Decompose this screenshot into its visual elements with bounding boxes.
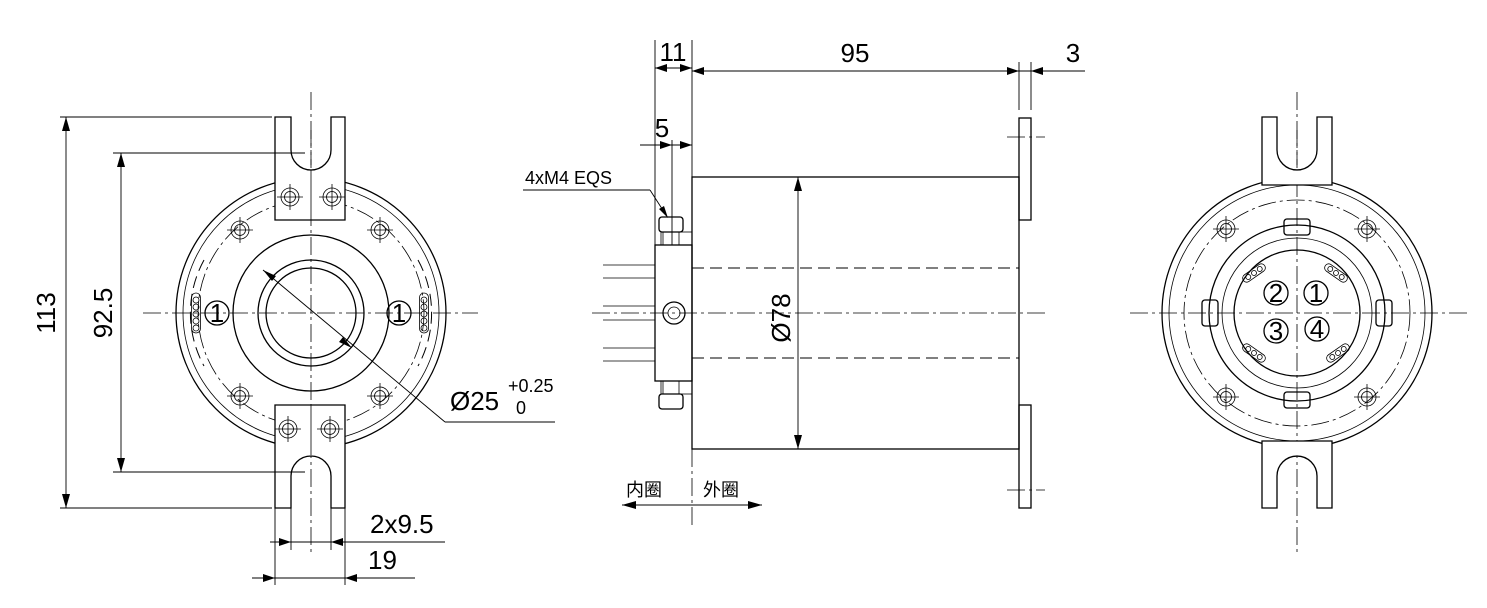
marker-circle <box>1304 316 1330 342</box>
set-screw-icon <box>1283 391 1311 409</box>
front-view: 1 1 Ø25 +0.25 0 113 92.5 2x9.5 <box>31 92 555 585</box>
bore-tol-upper: +0.25 <box>508 376 554 396</box>
rear-body <box>1208 224 1386 402</box>
rear-view: 2 1 3 4 <box>1130 92 1467 555</box>
dim-step: 5 <box>655 113 669 143</box>
set-screw-icon <box>1375 299 1393 327</box>
dim-overall-height: 113 <box>31 292 61 333</box>
marker-left: 1 <box>210 298 224 328</box>
rear-marker-2: 2 <box>1269 278 1283 308</box>
marker-circle <box>1303 280 1329 306</box>
dim-slot: 2x9.5 <box>370 509 434 539</box>
side-rear-tab-top <box>1018 117 1032 221</box>
dim-flange: 11 <box>660 37 687 67</box>
label-inner-ring: 内圈 <box>626 480 662 501</box>
dim-body: 95 <box>841 38 870 68</box>
front-bore-outer <box>257 259 365 367</box>
bore-leader <box>262 269 446 423</box>
screw-note: 4xM4 EQS <box>525 168 612 188</box>
rear-bolt-circle <box>1183 199 1411 427</box>
screw-icon <box>366 216 394 244</box>
rear-bottom-tab <box>1261 440 1333 509</box>
dim-diameter: Ø78 <box>766 293 796 342</box>
screw-icon <box>226 216 254 244</box>
dim-mount-spacing: 92.5 <box>88 288 118 339</box>
rear-hub <box>1233 249 1361 377</box>
dim-bore: Ø25 <box>450 386 499 416</box>
set-screw-icon <box>658 393 684 410</box>
dim-tab-width: 19 <box>368 545 397 575</box>
marker-circle <box>204 300 230 326</box>
bore-tol-lower: 0 <box>516 398 526 418</box>
rear-marker-1: 1 <box>1309 278 1323 308</box>
brush-strip-icon <box>1240 341 1268 365</box>
marker-right: 1 <box>392 298 406 328</box>
front-hub <box>232 234 390 392</box>
marker-circle <box>1263 318 1289 344</box>
rear-marker-3: 3 <box>1269 316 1283 346</box>
brush-strip-icon <box>1240 261 1268 285</box>
label-outer-ring: 外圈 <box>703 480 739 501</box>
dim-rear-flange: 3 <box>1066 38 1080 68</box>
rear-top-tab <box>1261 116 1333 186</box>
front-bottom-tab <box>274 404 346 509</box>
set-screw-icon <box>1201 299 1219 327</box>
screw-icon <box>1212 383 1240 411</box>
screw-icon <box>366 382 394 410</box>
screw-icon <box>226 382 254 410</box>
front-bore <box>265 267 357 359</box>
set-screw-icon <box>1283 218 1311 236</box>
screw-icon <box>1353 383 1381 411</box>
screw-icon <box>1212 215 1240 243</box>
side-view: Ø78 11 95 3 5 4xM4 EQS <box>523 37 1085 525</box>
set-screw-icon <box>658 216 684 233</box>
marker-circle <box>1263 280 1289 306</box>
side-rear-tab-bottom <box>1018 404 1032 509</box>
rear-marker-4: 4 <box>1310 314 1324 344</box>
screw-icon <box>1353 215 1381 243</box>
marker-circle <box>386 300 412 326</box>
